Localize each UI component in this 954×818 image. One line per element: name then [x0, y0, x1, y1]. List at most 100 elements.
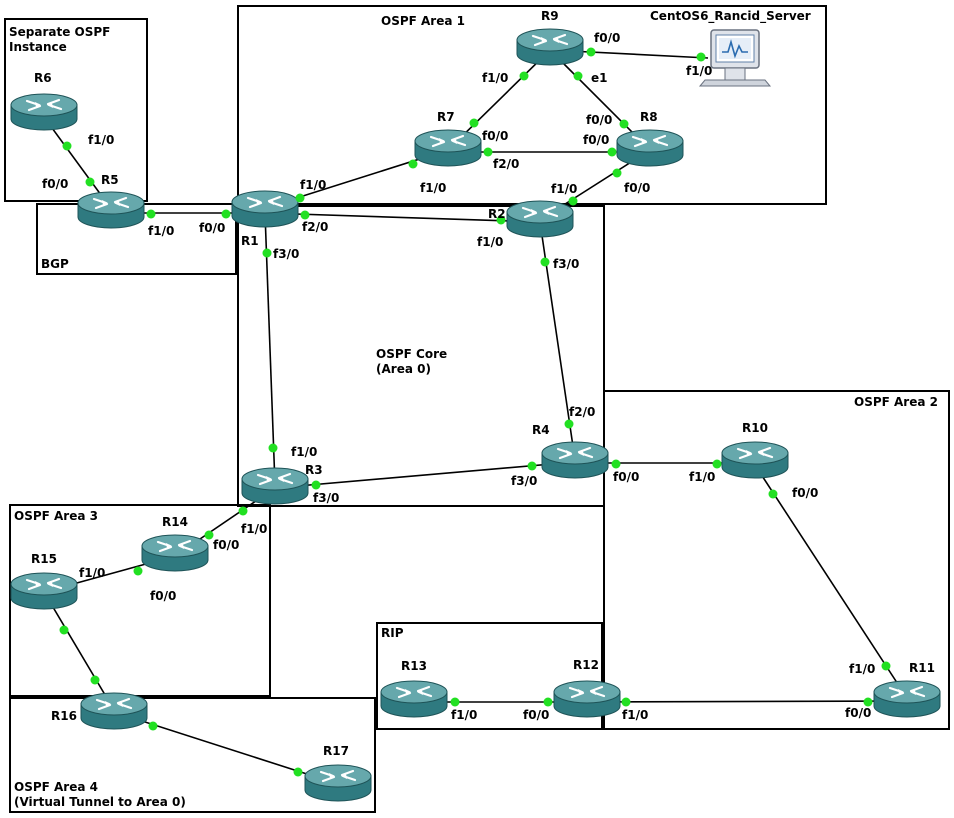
- link-r16-r17: [113, 711, 339, 785]
- if-label-r9-f2-0: e1: [591, 71, 608, 85]
- router-icon[interactable]: [720, 440, 790, 480]
- ospf-area4-label-line2: (Virtual Tunnel to Area 0): [14, 795, 186, 809]
- rip-box: [376, 622, 603, 730]
- router-label-r8: R8: [640, 110, 658, 124]
- router-label-r15: R15: [31, 552, 57, 566]
- if-label-r3-f3-0: f3/0: [313, 491, 339, 505]
- if-label-r14-f0-0: f0/0: [150, 589, 176, 603]
- if-label-r10-f0-0: f0/0: [792, 486, 818, 500]
- link-r12-r11: [586, 700, 908, 703]
- router-icon[interactable]: [230, 189, 300, 229]
- link-r3-r4: [274, 461, 576, 489]
- router-labels: R6 R5 R1 R2 R3 R4 R7 R8 R9 R10 R11 R12 R…: [31, 9, 935, 758]
- router-icon[interactable]: [303, 763, 373, 803]
- routers: [9, 27, 942, 803]
- router-label-r12: R12: [573, 658, 599, 672]
- router-icon[interactable]: [9, 92, 79, 132]
- ospf-area1-label: OSPF Area 1: [381, 14, 465, 28]
- router-icon[interactable]: [240, 466, 310, 506]
- separate-ospf-box: [4, 18, 148, 202]
- router-icon[interactable]: [615, 128, 685, 168]
- if-label-r8-f1-0: f0/0: [624, 181, 650, 195]
- if-label-server-e1: f1/0: [686, 64, 712, 78]
- router-icon[interactable]: [79, 691, 149, 731]
- if-label-r6-f1-0: f1/0: [88, 133, 114, 147]
- if-label-r2-f3-0: f3/0: [553, 257, 579, 271]
- if-label-r9-f1-0: f1/0: [482, 71, 508, 85]
- if-label-r9-f0-0: f0/0: [594, 31, 620, 45]
- server-label: CentOS6_Rancid_Server: [650, 9, 811, 24]
- if-label-r3-f1-0: f1/0: [291, 445, 317, 459]
- if-label-r4-f0-0: f0/0: [613, 470, 639, 484]
- if-label-r11-f1-0: f1/0: [849, 662, 875, 676]
- ospf-core-label-line2: (Area 0): [376, 362, 431, 376]
- if-label-r7-f2-0: f2/0: [493, 157, 519, 171]
- if-label-r3-f0-0: f1/0: [241, 522, 267, 536]
- area-boxes: [4, 5, 950, 813]
- bgp-label: BGP: [41, 257, 69, 271]
- if-label-r1-f2-0: f2/0: [302, 220, 328, 234]
- if-label-r12-f0-0: f0/0: [523, 708, 549, 722]
- router-icon[interactable]: [552, 679, 622, 719]
- if-label-r1-f0-0: f0/0: [199, 221, 225, 235]
- router-icon[interactable]: [872, 679, 942, 719]
- router-label-r17: R17: [323, 744, 349, 758]
- router-label-r1: R1: [241, 234, 259, 248]
- link-r1-r3: [264, 212, 276, 486]
- router-icon[interactable]: [413, 128, 483, 168]
- if-label-r5-f0-0: f0/0: [42, 177, 68, 191]
- ospf-core-box: [237, 205, 605, 507]
- area-labels: Separate OSPF Instance OSPF Area 1 BGP O…: [9, 9, 938, 809]
- if-label-r14-f1-0: f0/0: [213, 538, 239, 552]
- router-label-r16: R16: [51, 709, 77, 723]
- if-label-r4-f3-0: f3/0: [511, 474, 537, 488]
- router-label-r2: R2: [488, 207, 506, 221]
- if-label-r5-f1-0: f1/0: [148, 224, 174, 238]
- router-label-r7: R7: [437, 110, 455, 124]
- if-label-r10-f1-0: f1/0: [689, 470, 715, 484]
- if-label-r7-f0-0: f0/0: [482, 129, 508, 143]
- router-icon[interactable]: [76, 190, 146, 230]
- link-dots: [59, 47, 891, 777]
- interface-labels: f1/0 f0/0 f1/0 f0/0 f1/0 f1/0 f2/0 f1/0 …: [42, 31, 875, 722]
- router-icon[interactable]: [140, 533, 210, 573]
- if-label-r11-f0-0: f0/0: [845, 706, 871, 720]
- router-icon[interactable]: [515, 27, 585, 67]
- router-icon[interactable]: [540, 440, 610, 480]
- if-label-r8-f0-0: f0/0: [586, 113, 612, 127]
- ospf-core-label: OSPF Core: [376, 347, 447, 361]
- ospf-area4-label: OSPF Area 4: [14, 780, 98, 794]
- if-label-r2-f0-0: f1/0: [551, 182, 577, 196]
- link-r10-r11: [754, 464, 908, 699]
- if-label-r1-f1-0: f1/0: [300, 178, 326, 192]
- router-icon[interactable]: [9, 571, 79, 611]
- if-label-r12-f1-0: f1/0: [622, 708, 648, 722]
- link-r15-r16: [43, 591, 115, 711]
- ospf-area4-box: [9, 697, 376, 813]
- separate-ospf-label: Separate OSPF: [9, 25, 110, 39]
- router-label-r10: R10: [742, 421, 768, 435]
- router-label-r5: R5: [101, 173, 119, 187]
- router-label-r13: R13: [401, 659, 427, 673]
- monitor-icon[interactable]: [698, 29, 772, 87]
- router-label-r6: R6: [34, 71, 52, 85]
- if-label-r1-f3-0: f3/0: [273, 247, 299, 261]
- separate-ospf-label-line2: Instance: [9, 40, 67, 54]
- router-label-r14: R14: [162, 515, 188, 529]
- if-label-r13-f1-0: f1/0: [451, 708, 477, 722]
- router-label-r11: R11: [909, 661, 935, 675]
- router-label-r3: R3: [305, 463, 323, 477]
- if-label-r4-f2-0: f2/0: [569, 405, 595, 419]
- ospf-area3-label: OSPF Area 3: [14, 509, 98, 523]
- router-icon[interactable]: [505, 199, 575, 239]
- if-label-r2-f1-0: f1/0: [477, 235, 503, 249]
- router-icon[interactable]: [379, 679, 449, 719]
- if-label-r8-f2-0: f0/0: [583, 133, 609, 147]
- router-label-r9: R9: [541, 9, 559, 23]
- link-r1-r2: [264, 212, 541, 223]
- if-label-r15-f1-0: f1/0: [79, 566, 105, 580]
- router-label-r4: R4: [532, 423, 550, 437]
- ospf-area2-label: OSPF Area 2: [854, 395, 938, 409]
